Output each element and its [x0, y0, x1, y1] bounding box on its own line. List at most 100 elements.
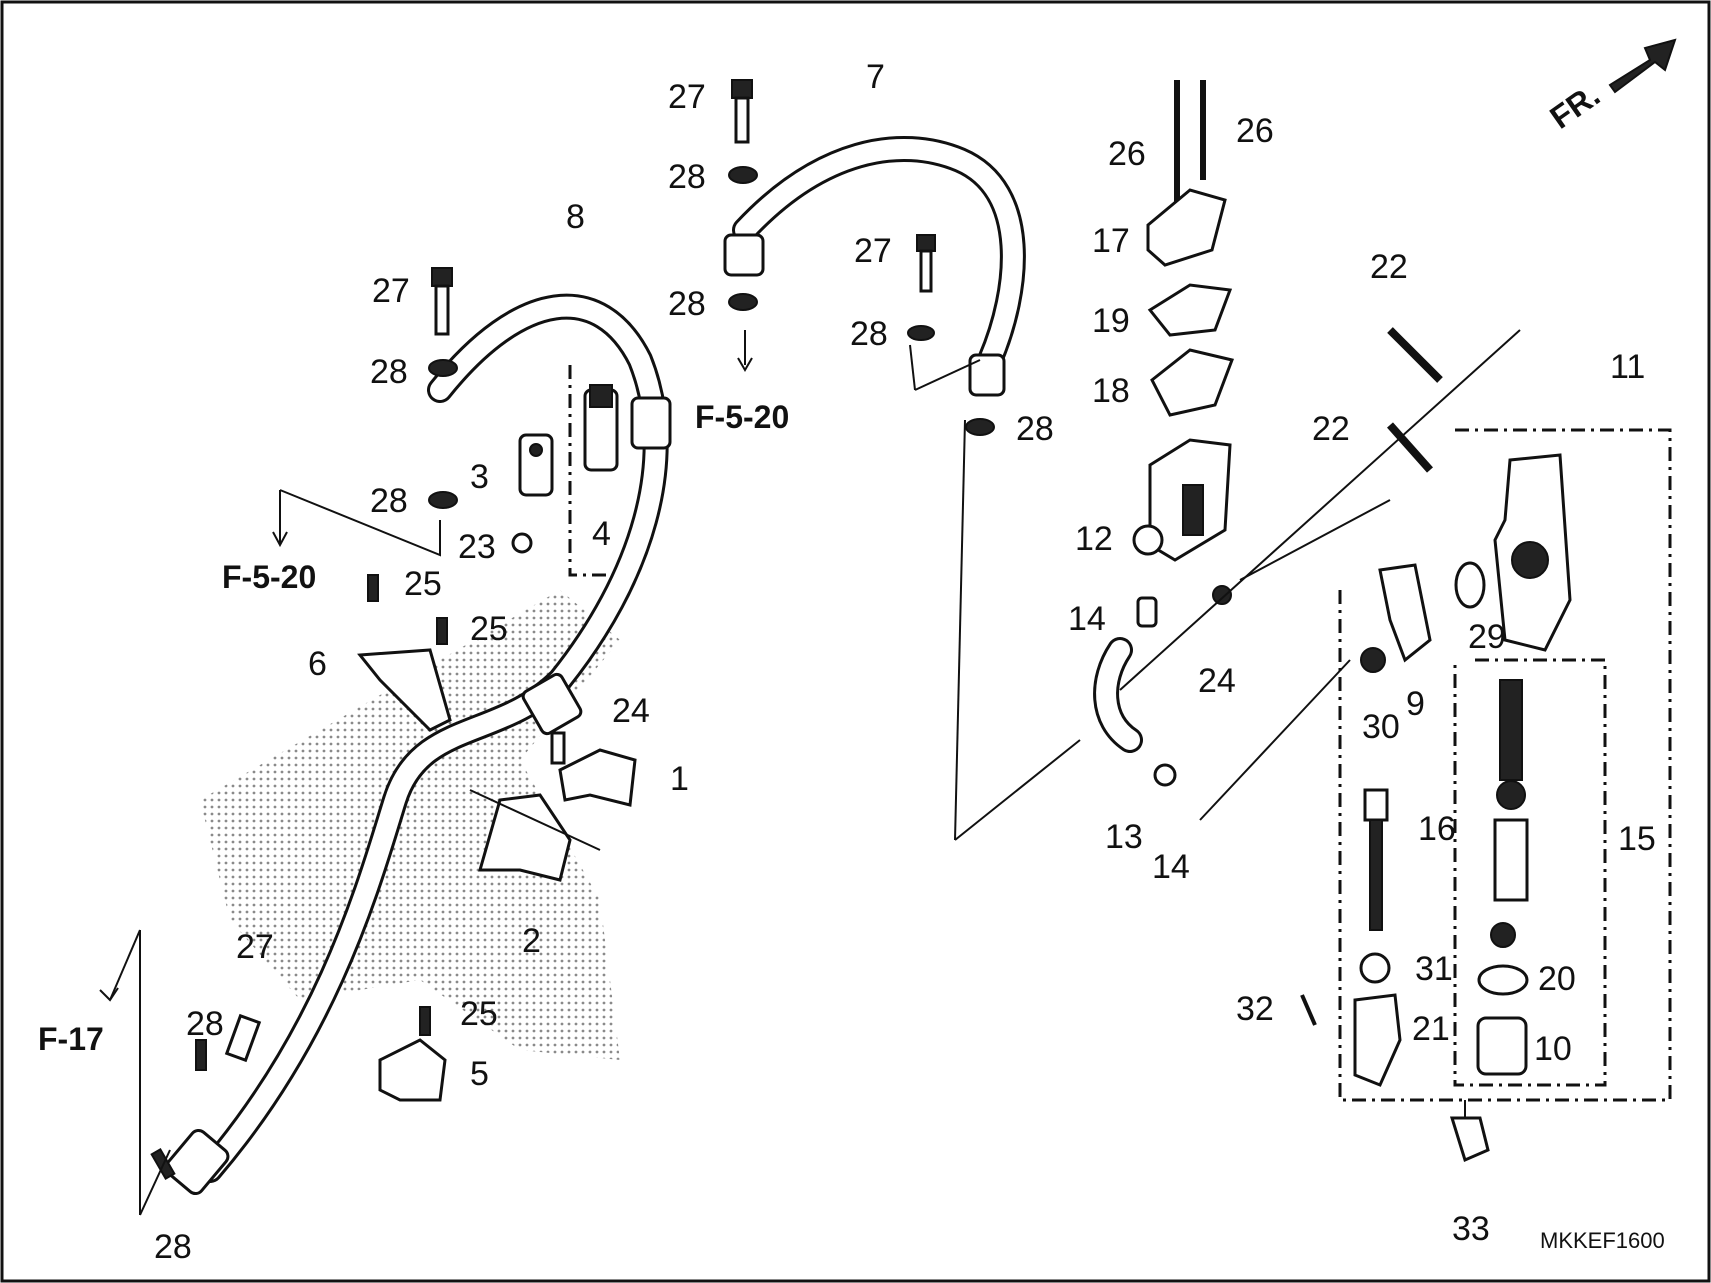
- callout-24-b: 24: [1198, 662, 1236, 700]
- callout-32: 32: [1236, 990, 1274, 1028]
- callout-11: 11: [1610, 348, 1645, 386]
- callout-27-d: 27: [236, 928, 274, 966]
- callout-28-b: 28: [668, 285, 706, 323]
- callout-27-c: 27: [854, 232, 892, 270]
- clamp-5: [378, 1038, 447, 1102]
- washer-28-left-a: [428, 359, 458, 377]
- reservoir-cap-17: [1146, 188, 1227, 267]
- callout-12: 12: [1075, 520, 1113, 558]
- callout-21: 21: [1412, 1010, 1450, 1048]
- brake-hose-8: [164, 293, 672, 1196]
- callout-26-b: 26: [1236, 112, 1274, 150]
- callout-25-a: 25: [404, 565, 442, 603]
- callout-20: 20: [1538, 960, 1576, 998]
- o-ring-29: [1454, 561, 1486, 609]
- boot-10: [1476, 1016, 1528, 1076]
- ref-f-5-20-top: F-5-20: [695, 399, 789, 435]
- plate-19: [1147, 283, 1233, 337]
- banjo-bolt-27-left: [431, 267, 453, 336]
- bolt-24-right: [1212, 585, 1232, 605]
- callout-26-a: 26: [1108, 135, 1146, 173]
- bolt-25-c: [419, 1006, 431, 1036]
- callout-16: 16: [1418, 810, 1456, 848]
- reservoir-12: [1132, 438, 1232, 562]
- callout-28-h: 28: [154, 1228, 192, 1266]
- callout-14-a: 14: [1068, 600, 1106, 638]
- callout-29: 29: [1468, 618, 1506, 656]
- grommet-23: [511, 532, 533, 554]
- arrow-down-icon: [272, 531, 288, 548]
- piston-set-15: [1490, 679, 1529, 948]
- callout-6: 6: [308, 645, 327, 683]
- assembly-11-group: [1338, 428, 1672, 1102]
- callout-25-c: 25: [460, 995, 498, 1033]
- bolt-24-left: [550, 731, 566, 765]
- front-direction-arrow-icon: [1608, 38, 1677, 94]
- ref-f-17: F-17: [38, 1021, 104, 1057]
- callout-28-e: 28: [370, 353, 408, 391]
- callout-19: 19: [1092, 302, 1130, 340]
- arrow-down-icon-top: [737, 357, 753, 372]
- joint-21: [1353, 993, 1402, 1087]
- arrow-down-left-icon: [99, 987, 119, 1002]
- banjo-bolt-27-top: [731, 79, 753, 144]
- callout-5: 5: [470, 1055, 489, 1093]
- callout-25-b: 25: [470, 610, 508, 648]
- ref-f-5-20-left: F-5-20: [222, 559, 316, 595]
- bolt-22-b: [1387, 422, 1433, 473]
- washer-28-top-a: [728, 166, 758, 184]
- diaphragm-18: [1150, 348, 1235, 417]
- hose-clamp-3: [518, 433, 554, 497]
- joint-9: [1378, 563, 1432, 663]
- hose-clamp-4: [583, 384, 619, 472]
- washer-28-top-b: [728, 293, 758, 311]
- bolt-22-a: [1387, 327, 1443, 383]
- clip-14-a: [1136, 596, 1158, 628]
- callout-30: 30: [1362, 708, 1400, 746]
- washer-28-right: [965, 418, 995, 436]
- nut-31: [1359, 952, 1391, 984]
- washer-28-mid: [907, 325, 935, 341]
- bolt-25-a: [367, 574, 379, 602]
- callout-1: 1: [670, 760, 689, 798]
- callout-28-d: 28: [1016, 410, 1054, 448]
- bolt-25-b: [436, 617, 448, 645]
- callout-15: 15: [1618, 820, 1656, 858]
- clamp-4-group: [568, 365, 610, 577]
- callout-22-a: 22: [1370, 248, 1408, 286]
- screw-30: [1360, 647, 1386, 673]
- callout-27-b: 27: [372, 272, 410, 310]
- callout-24-a: 24: [612, 692, 650, 730]
- callout-27-a: 27: [668, 78, 706, 116]
- front-direction-label: FR.: [1543, 77, 1606, 136]
- banjo-bolt-27-bottom: [224, 1013, 262, 1063]
- callout-31: 31: [1415, 950, 1453, 988]
- callout-13: 13: [1105, 818, 1143, 856]
- banjo-bolt-27-mid: [916, 234, 936, 293]
- assembly-15-group: [1453, 658, 1607, 1087]
- callout-8: 8: [566, 198, 585, 236]
- diagram-code: MKKEF1600: [1540, 1228, 1665, 1253]
- callout-3: 3: [470, 458, 489, 496]
- callout-28-c: 28: [850, 315, 888, 353]
- clip-14-b: [1153, 763, 1177, 787]
- callout-28-f: 28: [370, 482, 408, 520]
- leader-lines: [109, 329, 1521, 1216]
- pin-33: [1449, 1116, 1490, 1163]
- guide-6: [357, 648, 452, 732]
- stay-2: [478, 793, 572, 882]
- callout-10: 10: [1534, 1030, 1572, 1068]
- callout-7: 7: [866, 58, 885, 96]
- callout-9: 9: [1406, 685, 1425, 723]
- callout-28-g: 28: [186, 1005, 224, 1043]
- callout-28-a: 28: [668, 158, 706, 196]
- brake-hose-7: [723, 135, 1026, 397]
- push-rod-16: [1363, 788, 1389, 931]
- callout-4: 4: [592, 515, 611, 553]
- washer-28-left-b: [428, 491, 458, 509]
- callout-22-b: 22: [1312, 410, 1350, 448]
- callout-33: 33: [1452, 1210, 1490, 1248]
- circlip-20: [1477, 964, 1529, 996]
